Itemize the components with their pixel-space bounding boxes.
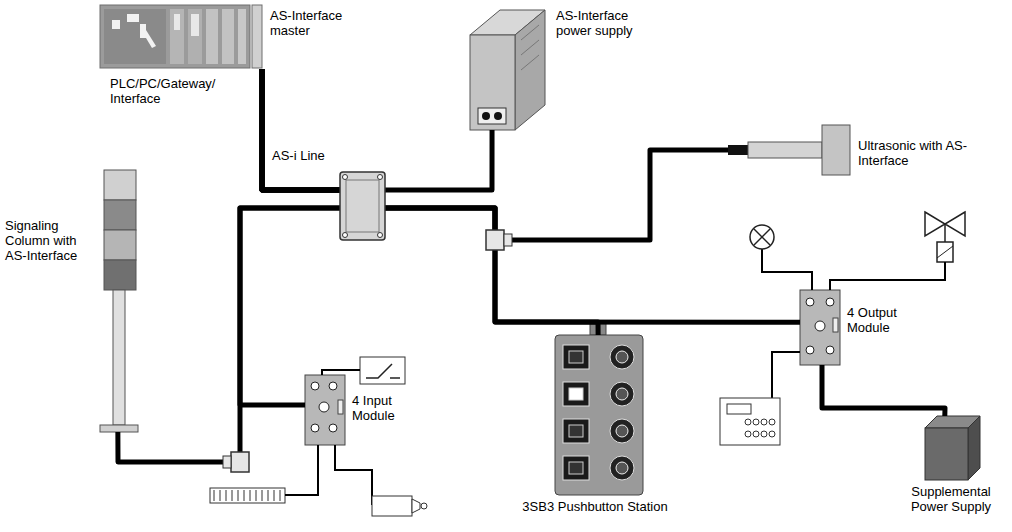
device-label: 4 Output Module xyxy=(847,305,917,335)
device-label: AS-Interface master xyxy=(270,8,370,38)
lamp-symbol xyxy=(750,225,812,290)
device-node: Ultrasonic with AS-Interface xyxy=(728,125,850,175)
as-i-cable xyxy=(118,69,362,462)
as-i-cable xyxy=(262,69,598,335)
power-supply-illustration xyxy=(470,10,545,130)
t-connector xyxy=(486,230,512,250)
device-node: Supplemental Power Supply xyxy=(925,416,980,480)
as-i-cable xyxy=(262,69,800,322)
switch-symbol xyxy=(322,357,405,384)
signal-column-illustration xyxy=(100,170,138,432)
device-node: 4 Output Module xyxy=(800,290,840,365)
device-node: 3SB3 Pushbutton Station xyxy=(555,335,643,495)
proximity-sensor xyxy=(335,445,427,516)
device-label: Supplemental Power Supply xyxy=(895,484,1007,514)
device-node: AS-Interface masterPLC/PC/Gateway/ Inter… xyxy=(100,5,264,69)
pushbutton-illustration xyxy=(555,323,643,495)
input-module-illustration xyxy=(305,375,345,445)
device-label: AS-Interface power supply xyxy=(556,8,648,38)
t-connector xyxy=(223,452,249,472)
valve-symbol xyxy=(830,212,965,290)
display-device xyxy=(720,352,800,445)
device-node: Signaling Column with AS-Interface xyxy=(100,170,138,432)
as-i-cable xyxy=(822,365,945,416)
device-label: 3SB3 Pushbutton Station xyxy=(520,499,670,514)
output-module-illustration xyxy=(800,290,840,365)
supplemental-supply-illustration xyxy=(925,416,980,480)
device-label: 4 Input Module xyxy=(352,393,414,423)
ultrasonic-illustration xyxy=(728,125,850,175)
as-i-cable xyxy=(240,69,362,405)
device-label: Ultrasonic with AS-Interface xyxy=(858,138,1003,168)
device-node: AS-Interface power supply xyxy=(470,10,546,130)
device-label: Signaling Column with AS-Interface xyxy=(5,218,79,263)
bar-sensor xyxy=(210,445,318,503)
plc-illustration xyxy=(100,5,262,68)
device-node: 4 Input Module xyxy=(305,375,345,445)
line-label: AS-i Line xyxy=(272,148,325,163)
device-label: PLC/PC/Gateway/ Interface xyxy=(110,76,222,106)
junction-box xyxy=(340,172,385,240)
